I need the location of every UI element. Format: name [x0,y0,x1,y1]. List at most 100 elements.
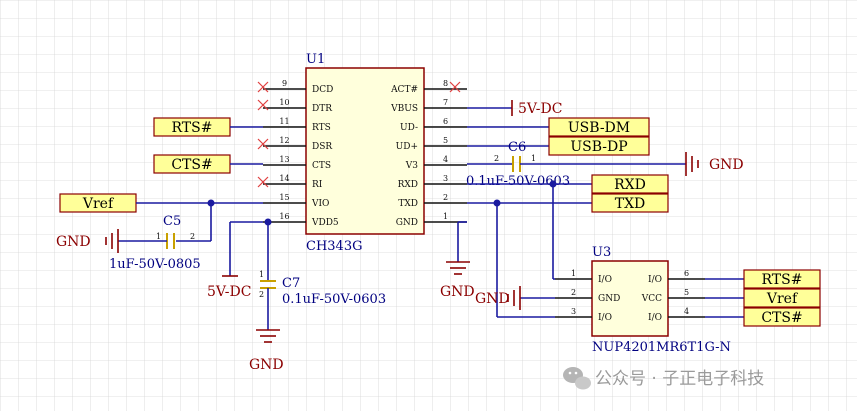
no-connect-dcd [257,81,269,93]
u1-pin-name-1: GND [396,218,418,228]
u1-pin-name-5: UD+ [396,142,418,152]
u1-pin-number-2: 2 [443,193,448,202]
c6-pin1: 1 [531,154,536,163]
port-usb-dp[interactable]: USB-DP [548,136,650,156]
u3-pin-name-1: I/O [598,275,612,285]
u1-pin-number-3: 3 [443,174,448,183]
u3-pin-name-5: VCC [641,294,662,304]
c6-pin2: 2 [494,154,499,163]
port-rxd[interactable]: RXD [591,174,669,194]
port-cts-in-label: CTS# [171,157,212,173]
u1-pin-number-5: 5 [443,136,448,145]
u1-pin-number-14: 14 [279,174,289,183]
u3-designator: U3 [592,245,611,260]
u1-chip[interactable]: U1 CH343G 9DCD10DTR11RTS12DSR13CTS14RI15… [263,52,467,254]
u1-pin-number-12: 12 [279,136,289,145]
u1-pin-name-3: RXD [398,180,418,190]
gnd-label-c7: GND [249,357,284,373]
gnd-symbol-u3 [507,286,521,310]
gnd-symbol-c6 [685,152,699,176]
u1-pin-number-1: 1 [443,212,448,221]
port-usb-dm-label: USB-DM [568,120,630,136]
port-rts-in[interactable]: RTS# [153,117,231,137]
c5-pin2: 2 [190,232,195,241]
c7-designator: C7 [282,276,300,291]
u1-designator: U1 [306,52,325,67]
u1-pin-name-10: DTR [312,104,332,114]
u1-pin-name-7: VBUS [390,104,418,114]
watermark: 公众号 · 子正电子科技 [563,367,764,390]
u3-pin-number-4: 4 [684,307,689,316]
u1-pin-name-9: DCD [312,85,333,95]
u1-part-label: CH343G [306,239,362,254]
port-txd[interactable]: TXD [591,193,669,213]
no-connect-dsr [257,138,269,150]
no-connect-markers [257,81,461,188]
c5-designator: C5 [163,214,181,229]
port-u3-vref[interactable]: Vref [743,288,821,308]
vdd5-power-label: 5V-DC [207,284,251,300]
port-rts-in-label: RTS# [172,120,213,136]
u1-pin-number-15: 15 [279,193,289,202]
u1-pin-name-2: TXD [398,199,418,209]
u3-pin-number-6: 6 [684,269,689,278]
gnd-label-u1: GND [440,284,475,300]
port-u3-rts[interactable]: RTS# [743,269,821,289]
u3-part-label: NUP4201MR6T1G-N [592,340,731,355]
u1-pin-name-4: V3 [405,161,418,171]
u3-pin-number-2: 2 [571,288,576,297]
gnd-label-u3: GND [475,291,510,307]
c7-pin2: 2 [259,290,264,299]
u1-pin-name-15: VIO [311,199,329,209]
port-u3-rts-label: RTS# [762,272,803,288]
u1-pin-number-6: 6 [443,117,448,126]
port-cts-in[interactable]: CTS# [153,154,231,174]
u1-pin-number-10: 10 [279,98,289,107]
u3-pin-name-6: I/O [648,275,662,285]
gnd-symbol-u1 [446,261,470,275]
c6-value: 0.1uF-50V-0603 [466,174,570,189]
watermark-text: 公众号 · 子正电子科技 [595,369,764,389]
u1-pin-number-7: 7 [443,98,448,107]
u1-pin-name-14: RI [312,180,323,190]
port-u3-cts[interactable]: CTS# [743,307,821,327]
u1-pin-number-11: 11 [279,117,289,126]
gnd-label-c5: GND [56,234,91,250]
port-rxd-label: RXD [614,177,646,193]
c6-designator: C6 [508,140,526,155]
no-connect-ri [257,176,269,188]
c5-value: 1uF-50V-0805 [109,257,201,272]
port-u3-vref-label: Vref [766,291,799,307]
port-vref-in-label: Vref [82,196,115,212]
c7-value: 0.1uF-50V-0603 [282,292,386,307]
u3-pin-number-3: 3 [571,307,576,316]
u1-pin-number-4: 4 [443,155,448,164]
port-vref-in[interactable]: Vref [59,193,137,213]
u1-pin-number-8: 8 [443,79,448,88]
u1-pin-name-11: RTS [312,123,331,133]
u1-pin-name-16: VDD5 [311,218,339,228]
u3-pin-name-4: I/O [648,313,662,323]
gnd-symbol-c5 [105,229,119,253]
no-connect-dtr [257,99,269,111]
c7-pin1: 1 [259,270,264,279]
u1-pin-name-6: UD- [400,123,418,133]
gnd-label-c6: GND [709,157,744,173]
c5-pin1: 1 [156,232,161,241]
u1-pin-name-12: DSR [312,142,332,152]
port-usb-dm[interactable]: USB-DM [548,117,650,137]
u3-pin-number-1: 1 [571,269,576,278]
u1-pin-name-13: CTS [312,161,331,171]
u1-pin-name-8: ACT# [390,85,418,95]
u1-pin-number-13: 13 [279,155,289,164]
u1-pin-number-9: 9 [282,79,287,88]
port-txd-label: TXD [615,196,646,212]
gnd-symbol-c7 [256,329,280,343]
u3-pin-name-3: I/O [598,313,612,323]
